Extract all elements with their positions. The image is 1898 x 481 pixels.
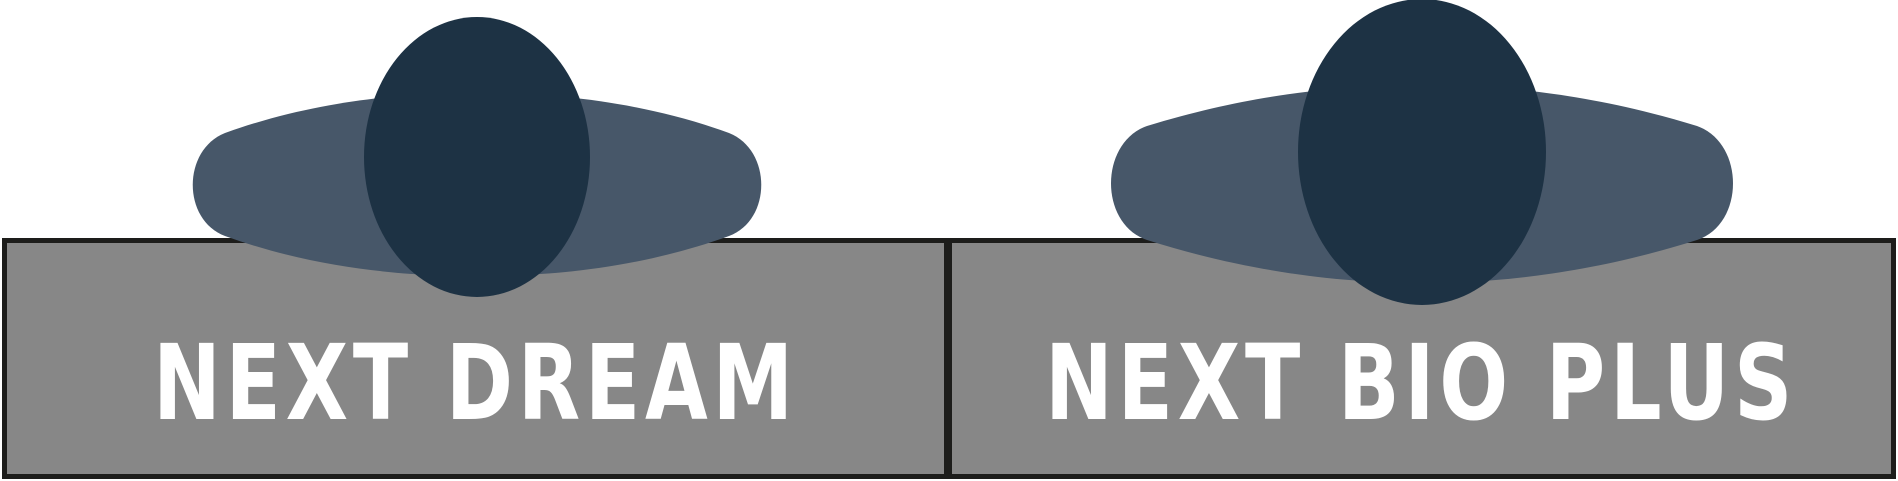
- product-label: NEXT BIO PLUS: [1045, 321, 1798, 444]
- pill-logo-icon: [192, 17, 762, 297]
- pill-logo-icon: [1111, 0, 1733, 305]
- product-label: NEXT DREAM: [153, 321, 798, 444]
